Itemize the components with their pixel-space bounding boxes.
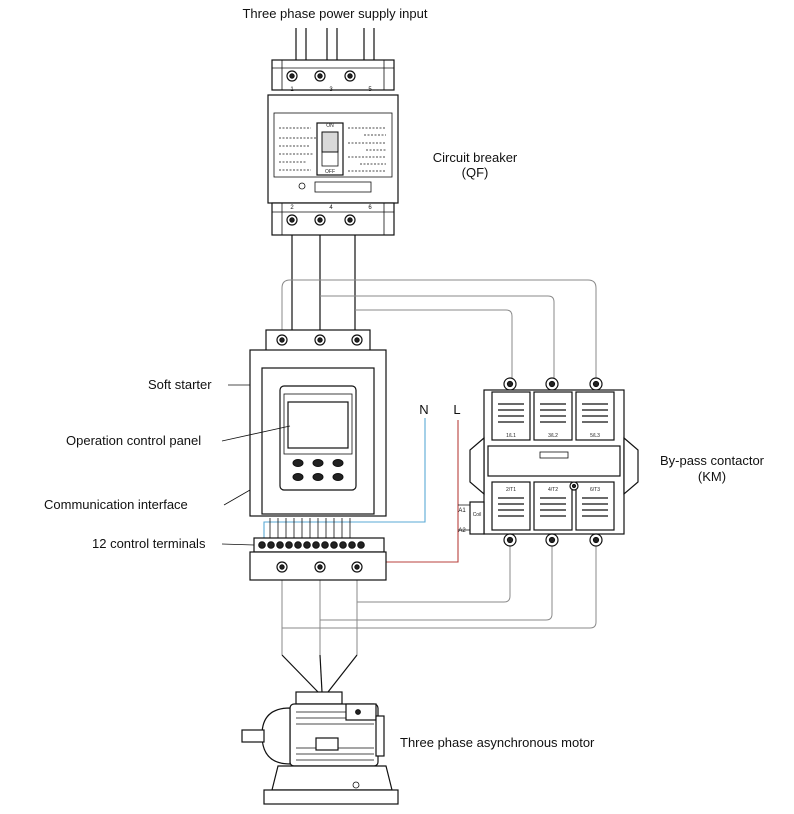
circuit-breaker: 1 3 5 ON OFF 2 4 6 <box>267 28 399 236</box>
panel-button-3[interactable] <box>332 459 344 467</box>
breaker-toggle-lever[interactable] <box>321 131 339 153</box>
coil-a2-label: A2 <box>458 528 466 534</box>
line-label: L <box>453 402 460 417</box>
motor <box>241 691 399 805</box>
breaker-on-text: ON <box>326 123 334 129</box>
contactor-coil <box>469 501 485 535</box>
neutral-wire <box>263 418 426 538</box>
control-terminals-label: 12 control terminals <box>92 536 206 551</box>
bypass-contactor: 1/L1 3/L2 5/L3 2/T1 4/T2 6/T3 Coil A1 A2 <box>458 377 639 547</box>
motor-base <box>271 765 393 791</box>
panel-button-4[interactable] <box>292 473 304 481</box>
breaker-off-text: OFF <box>325 169 335 175</box>
contactor-terminal-5-l3: 5/L3 <box>590 433 600 439</box>
breaker-bottom-terminal-6: 6 <box>368 205 372 211</box>
neutral-label: N <box>419 402 428 417</box>
breaker-bottom-terminal-4: 4 <box>329 205 333 211</box>
contactor-top-fins <box>498 403 608 423</box>
contactor-terminal-6-t3: 6/T3 <box>590 487 600 493</box>
contactor-nameplate <box>487 445 621 477</box>
breaker-top-terminal-5: 5 <box>368 87 372 93</box>
panel-display <box>287 401 349 449</box>
breaker-name-label: Circuit breaker <box>433 150 518 165</box>
motor-label: Three phase asynchronous motor <box>400 735 595 750</box>
coil-label: Coil <box>473 512 482 518</box>
bypass-code-label: (KM) <box>698 469 726 484</box>
motor-terminal-box <box>295 691 343 705</box>
contactor-terminal-3-l2: 3/L2 <box>548 433 558 439</box>
panel-button-5[interactable] <box>312 473 324 481</box>
control-terminals <box>258 541 365 549</box>
control-terminal-wires <box>269 518 351 538</box>
operation-panel-label: Operation control panel <box>66 433 201 448</box>
contactor-terminal-2-t1: 2/T1 <box>506 487 516 493</box>
power-wires <box>281 235 597 693</box>
contactor-bottom-fins <box>498 497 608 517</box>
breaker-bottom-terminal-2: 2 <box>290 205 294 211</box>
panel-button-6[interactable] <box>332 473 344 481</box>
soft-starter-label: Soft starter <box>148 377 212 392</box>
motor-foot <box>263 789 399 805</box>
motor-nameplate <box>315 737 339 751</box>
power-input-label: Three phase power supply input <box>242 6 427 21</box>
breaker-top-terminal-1: 1 <box>290 87 294 93</box>
motor-end-cap <box>261 707 291 765</box>
panel-buttons <box>292 459 344 481</box>
breaker-nameplate-right <box>348 127 386 172</box>
soft-starter-bottom-block <box>249 551 387 581</box>
soft-starter <box>249 329 387 581</box>
panel-button-1[interactable] <box>292 459 304 467</box>
comm-interface-label: Communication interface <box>44 497 188 512</box>
coil-a1-label: A1 <box>458 508 466 514</box>
breaker-nameplate-left <box>279 127 317 171</box>
contactor-terminal-4-t2: 4/T2 <box>548 487 558 493</box>
panel-button-2[interactable] <box>312 459 324 467</box>
motor-shaft <box>241 729 265 743</box>
breaker-top-terminal-3: 3 <box>329 87 333 93</box>
contactor-terminal-1-l1: 1/L1 <box>506 433 516 439</box>
breaker-code-label: (QF) <box>462 165 489 180</box>
bypass-name-label: By-pass contactor <box>660 453 765 468</box>
